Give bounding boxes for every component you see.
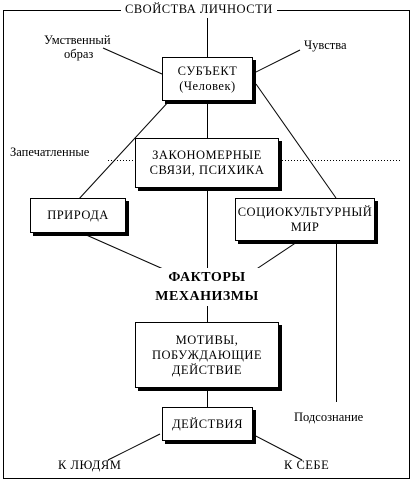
sociocultural-line-1: СОЦИОКУЛЬТУРНЫЙ xyxy=(237,204,373,219)
label-to-self: К СЕБЕ xyxy=(284,458,330,472)
line-subject-mental-image xyxy=(102,47,163,75)
label-imprinted: Запечатленные xyxy=(10,145,90,159)
motives-box: МОТИВЫ, ПОБУЖДАЮЩИЕ ДЕЙСТВИЕ xyxy=(135,322,279,388)
line-subject-feelings xyxy=(251,49,301,75)
factors-label: ФАКТОРЫ xyxy=(168,270,246,285)
label-to-people: К ЛЮДЯМ xyxy=(58,458,122,472)
motives-line-3: ДЕЙСТВИЕ xyxy=(171,362,243,377)
laws-line-2: СВЯЗИ, ПСИХИКА xyxy=(149,163,265,177)
sociocultural-box: СОЦИОКУЛЬТУРНЫЙ МИР xyxy=(235,198,375,241)
line-subject-sociocultural xyxy=(255,83,337,199)
line-subject-nature xyxy=(77,99,171,201)
sociocultural-line-2: МИР xyxy=(290,219,320,234)
actions-box: ДЕЙСТВИЯ xyxy=(162,407,253,441)
mechanisms-label: МЕХАНИЗМЫ xyxy=(155,289,259,304)
motives-line-1: МОТИВЫ, xyxy=(175,332,239,347)
line-actions-self xyxy=(251,433,303,461)
factors-mechanisms-label: ФАКТОРЫ МЕХАНИЗМЫ xyxy=(148,268,266,306)
laws-line-1: ЗАКОНОМЕРНЫЕ xyxy=(152,148,262,162)
motives-line-2: ПОБУЖДАЮЩИЕ xyxy=(151,347,263,362)
diagram-title: СВОЙСТВА ЛИЧНОСТИ xyxy=(121,2,277,17)
label-subconscious: Подсознание xyxy=(294,410,364,424)
laws-psyche-box: ЗАКОНОМЕРНЫЕ СВЯЗИ, ПСИХИКА xyxy=(135,138,279,188)
label-mental-image-2: образ xyxy=(64,47,94,61)
nature-label: ПРИРОДА xyxy=(47,208,109,222)
subject-box: СУБЪЕКТ (Человек) xyxy=(162,57,253,101)
line-nature-center xyxy=(74,229,171,273)
subject-sublabel: (Человек) xyxy=(179,79,236,93)
actions-label: ДЕЙСТВИЯ xyxy=(172,416,243,431)
line-sociocultural-center xyxy=(251,239,301,273)
label-mental-image-1: Умственный xyxy=(44,33,111,47)
line-actions-people xyxy=(107,433,161,461)
label-feelings: Чувства xyxy=(304,38,347,52)
subject-label: СУБЪЕКТ xyxy=(177,64,238,78)
nature-box: ПРИРОДА xyxy=(30,198,126,233)
